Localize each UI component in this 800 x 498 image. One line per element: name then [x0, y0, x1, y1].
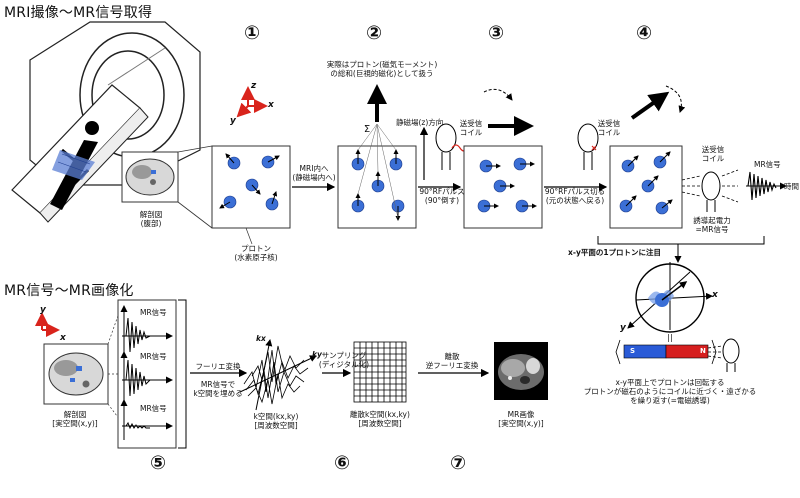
coil-1-label: 送受信 コイル — [459, 119, 483, 137]
sum-symbol: Σ — [363, 124, 371, 135]
rf-off-label: 90°RFパルス切る (元の状態へ戻る) — [544, 187, 606, 205]
magnet-n-label: N — [700, 347, 706, 355]
mr-signal-wave-1 — [125, 317, 151, 353]
axis-y-label-top: y — [230, 116, 236, 126]
coil-3-label: 送受信 コイル — [701, 145, 725, 163]
time-label: 時間 — [784, 182, 799, 191]
mr-image — [494, 342, 548, 400]
coil-1 — [435, 123, 457, 170]
inverse-fourier-label: 離散 逆フーリエ変換 — [425, 352, 479, 370]
kspace-plot — [239, 339, 317, 411]
ky-axis-label: ky — [312, 350, 322, 359]
axis-z-label-top: z — [251, 81, 257, 91]
xy-focus-label: x-y平面の1プロトンに注目 — [568, 248, 662, 257]
step-number-4: ④ — [635, 22, 653, 44]
magnet-s-label: S — [630, 347, 636, 355]
section-title-bottom: MR信号〜MR画像化 — [4, 283, 134, 299]
sampling-label: サンプリング (ディジタル化) — [318, 351, 370, 369]
mr-image-label: MR画像 [実空間(x,y)] — [498, 410, 544, 428]
axis-y-label-bottom: y — [40, 305, 46, 315]
axis-x-label-top: x — [268, 100, 274, 110]
mr-signal-label-3: MR信号 — [140, 404, 167, 413]
axes-bottom — [35, 312, 60, 337]
anatomy-label-bottom: 解剖図 [実空間(x,y)] — [52, 410, 98, 428]
mri-scanner-illustration — [11, 21, 201, 223]
rotation-note: x-y平面上でプロトンは回転する プロトンが磁石のようにコイルに近づく・遠ざかる… — [583, 378, 757, 405]
into-mri-label: MRI内へ (静磁場内へ) — [292, 164, 336, 182]
fill-kspace-label: MR信号で k空間を埋める — [193, 380, 243, 398]
kspace-label: k空間(kx,ky) [周波数空間] — [253, 412, 299, 430]
step-number-2: ② — [365, 22, 383, 44]
axis-x-label-rot: x — [712, 290, 718, 300]
step-number-6: ⑥ — [333, 452, 351, 474]
anatomy-label-top: 解剖図 (腹部) — [139, 210, 163, 228]
mr-signal-wave-3 — [125, 421, 150, 430]
net-magnetization-note: 実際はプロトン(磁気モーメント) の総和(巨視的磁化)として扱う — [326, 60, 438, 78]
step-number-3: ③ — [487, 22, 505, 44]
coil-3 — [701, 171, 721, 212]
rotating-proton-diagram — [627, 262, 713, 333]
axes-top — [236, 86, 268, 118]
discrete-kspace-label: 離散k空間(kx,ky) [周波数空間] — [350, 410, 410, 428]
mr-signal-wave-2 — [125, 359, 151, 397]
proton-label: プロトン (水素原子核) — [234, 244, 278, 262]
axis-x-label-bottom: x — [60, 333, 66, 343]
magnet-n-side — [665, 344, 709, 359]
section-title-top: MRI撮像〜MR信号取得 — [4, 5, 153, 21]
mr-signal-label-2: MR信号 — [140, 352, 167, 361]
induced-emf-label: 誘導起電力 =MR信号 — [693, 216, 731, 234]
step-number-5: ⑤ — [149, 452, 167, 474]
equals-mark: || — [667, 333, 673, 342]
static-field-label: 静磁場(z)方向 — [396, 118, 444, 127]
discrete-kspace-grid — [353, 341, 407, 403]
mr-signal-label-1: MR信号 — [140, 308, 167, 317]
kx-axis-label: kx — [256, 334, 266, 343]
coil-2 — [577, 123, 599, 170]
mr-signal-label-top: MR信号 — [754, 160, 781, 169]
coil-2-label: 送受信 コイル — [597, 119, 621, 137]
fourier-label: フーリエ変換 — [195, 362, 241, 371]
step-number-1: ① — [243, 22, 261, 44]
rf90-label: 90°RFパルス (90°倒す) — [419, 187, 465, 205]
mr-signal-wave-top — [747, 171, 777, 201]
step-number-7: ⑦ — [449, 452, 467, 474]
axis-y-label-rot: y — [620, 323, 626, 333]
